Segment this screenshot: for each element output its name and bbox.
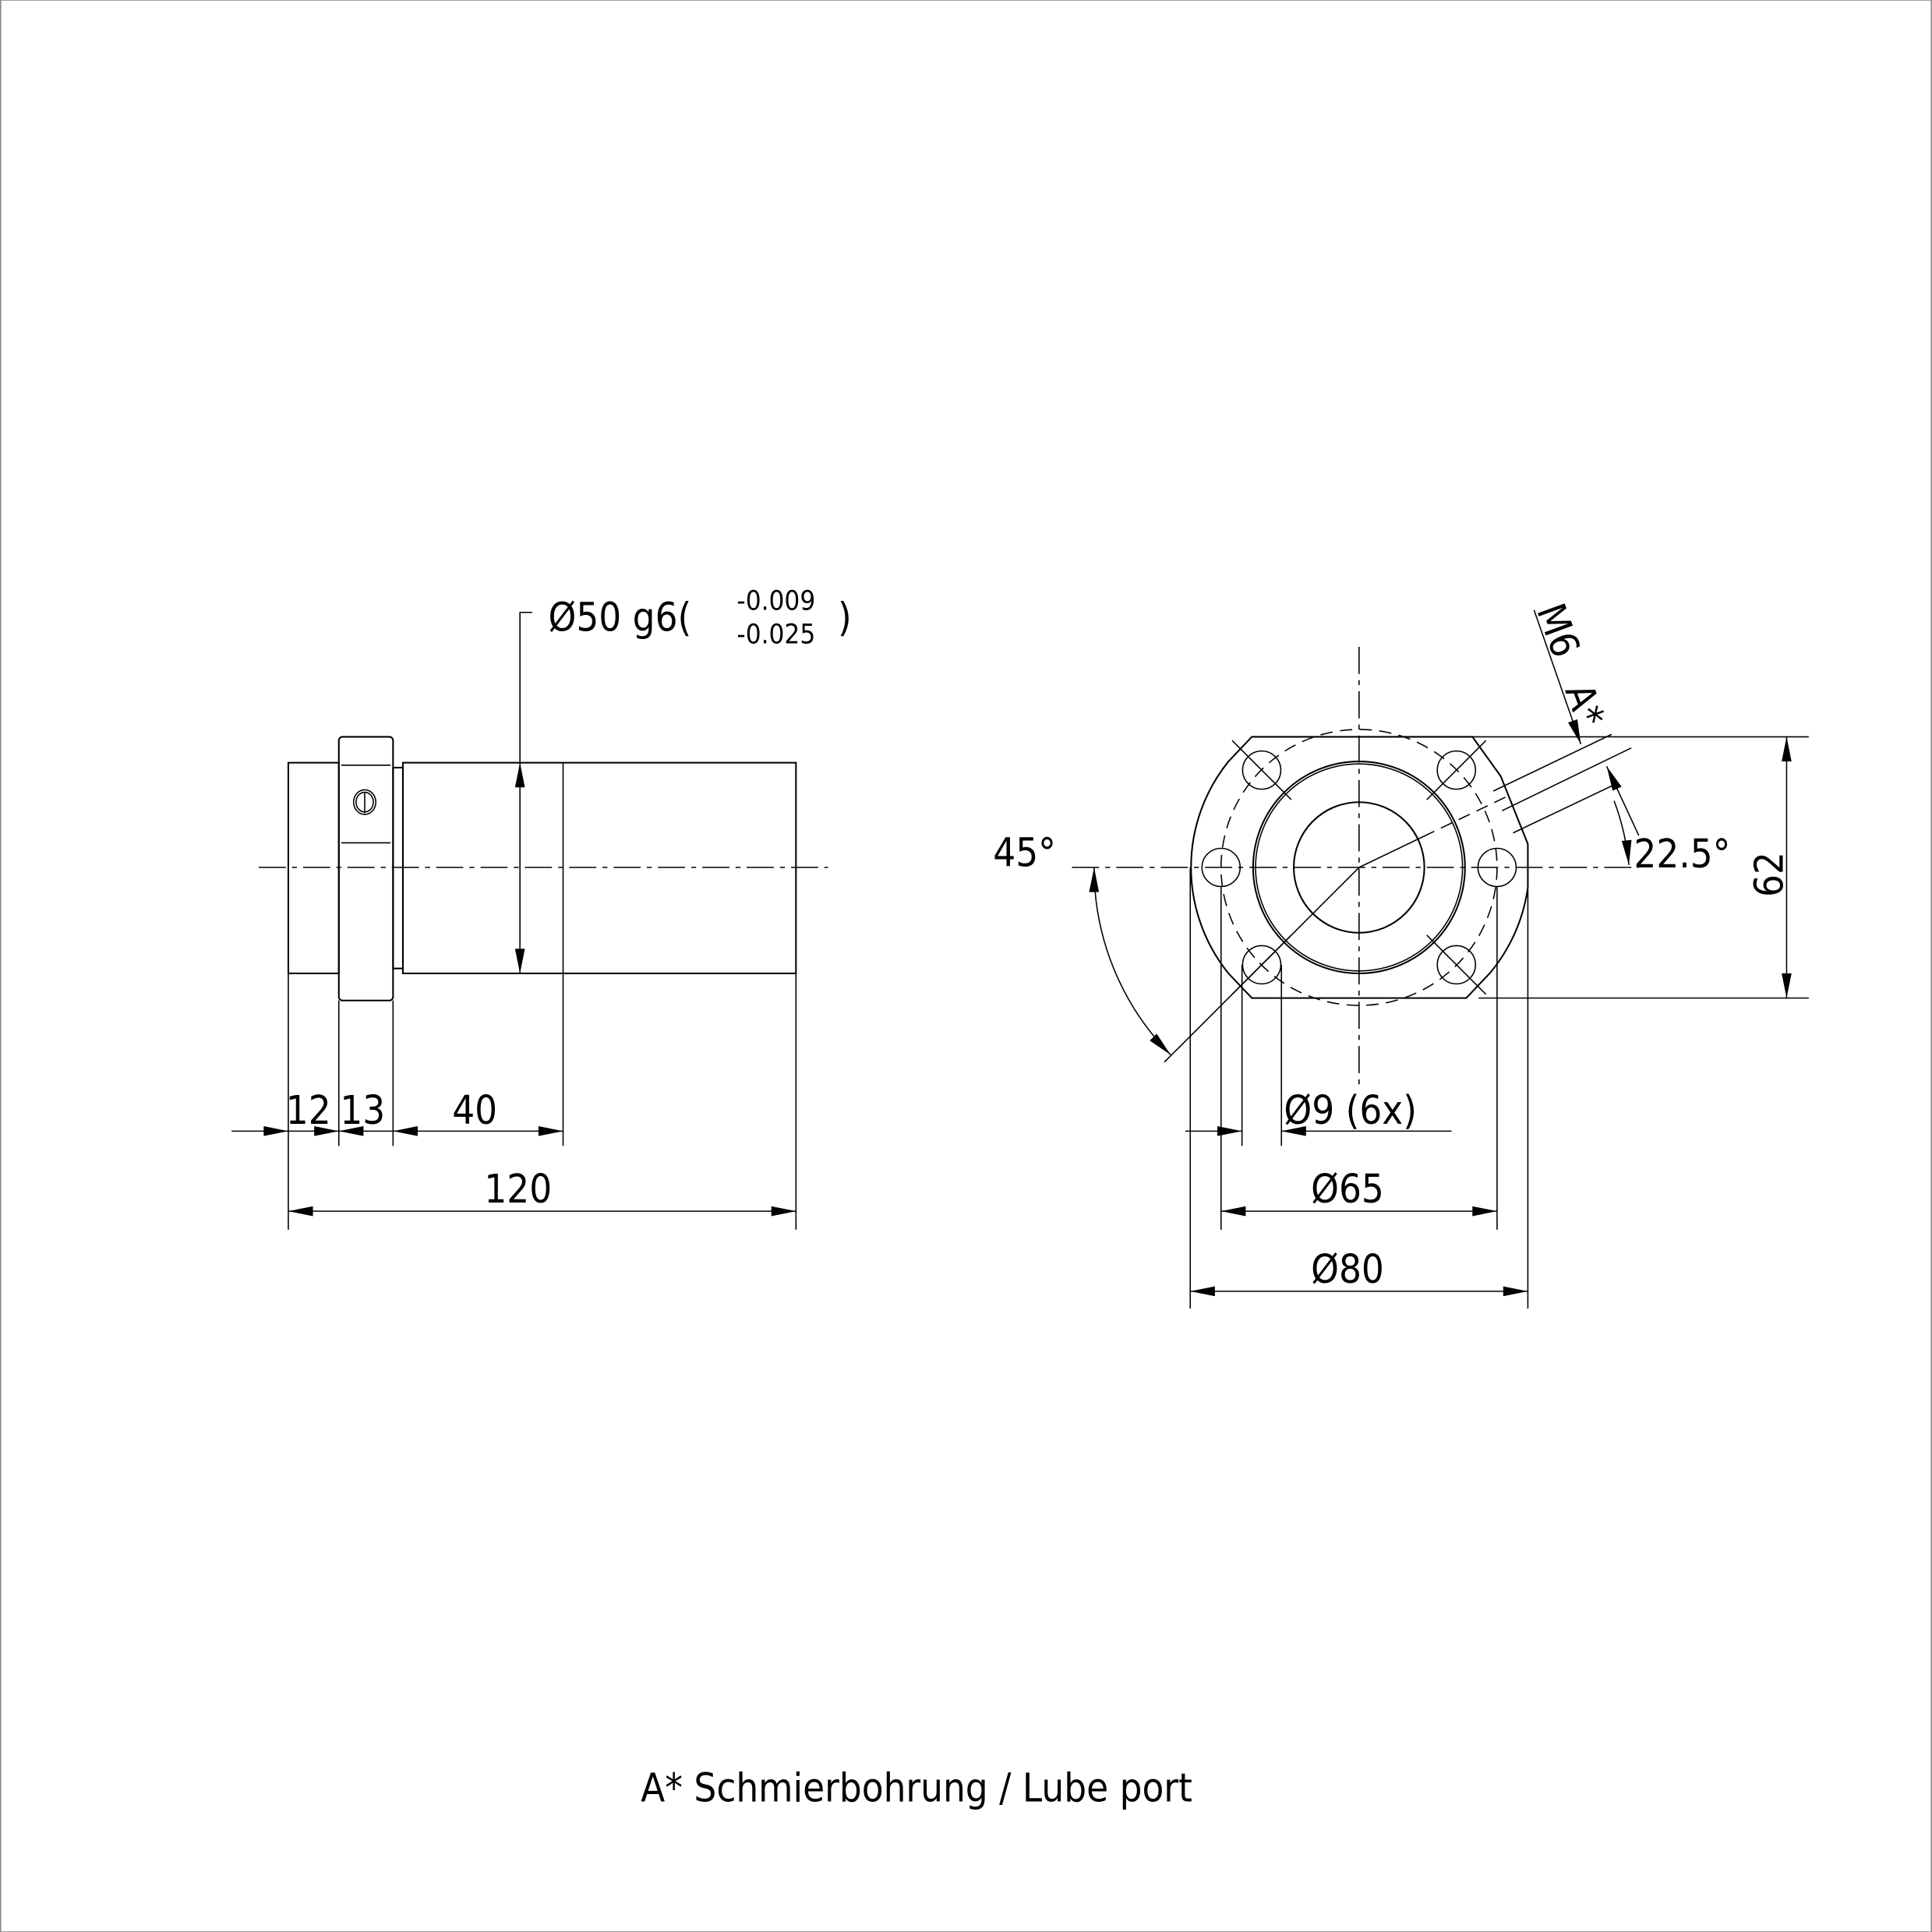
thread-label: M6	[1528, 598, 1589, 663]
diameter-label: Ø50 g6(	[549, 594, 692, 640]
tolerance-upper: -0.009	[736, 586, 815, 617]
angle-45: 45°	[993, 829, 1056, 875]
bolt-circle-label: Ø65	[1311, 1166, 1384, 1212]
angle-22-5: 22.5°	[1634, 831, 1730, 877]
outer-diameter-label: Ø80	[1311, 1246, 1384, 1292]
flange-outline	[1190, 736, 1529, 999]
side-view: Ø50 g6( -0.009 -0.025 ) 12 13 40 120	[231, 586, 852, 1230]
dim-12: 12	[286, 1087, 331, 1133]
set-screw-icon	[352, 789, 376, 815]
height-62: 62	[1747, 852, 1792, 897]
tolerance-close: )	[838, 594, 852, 640]
dim-40: 40	[452, 1087, 497, 1133]
tolerance-lower: -0.025	[736, 619, 815, 650]
port-label: A*	[1556, 677, 1614, 733]
hole-label: Ø9 (6x)	[1284, 1087, 1417, 1133]
dim-120: 120	[484, 1166, 552, 1212]
dim-13: 13	[340, 1087, 385, 1133]
lock-nut	[337, 736, 394, 1001]
footer-note: A* Schmierbohrung / Lube port	[641, 1764, 1192, 1810]
front-view: M6 A* 22.5° 45° 62 Ø9 (6x) Ø65 Ø80	[993, 598, 1809, 1309]
